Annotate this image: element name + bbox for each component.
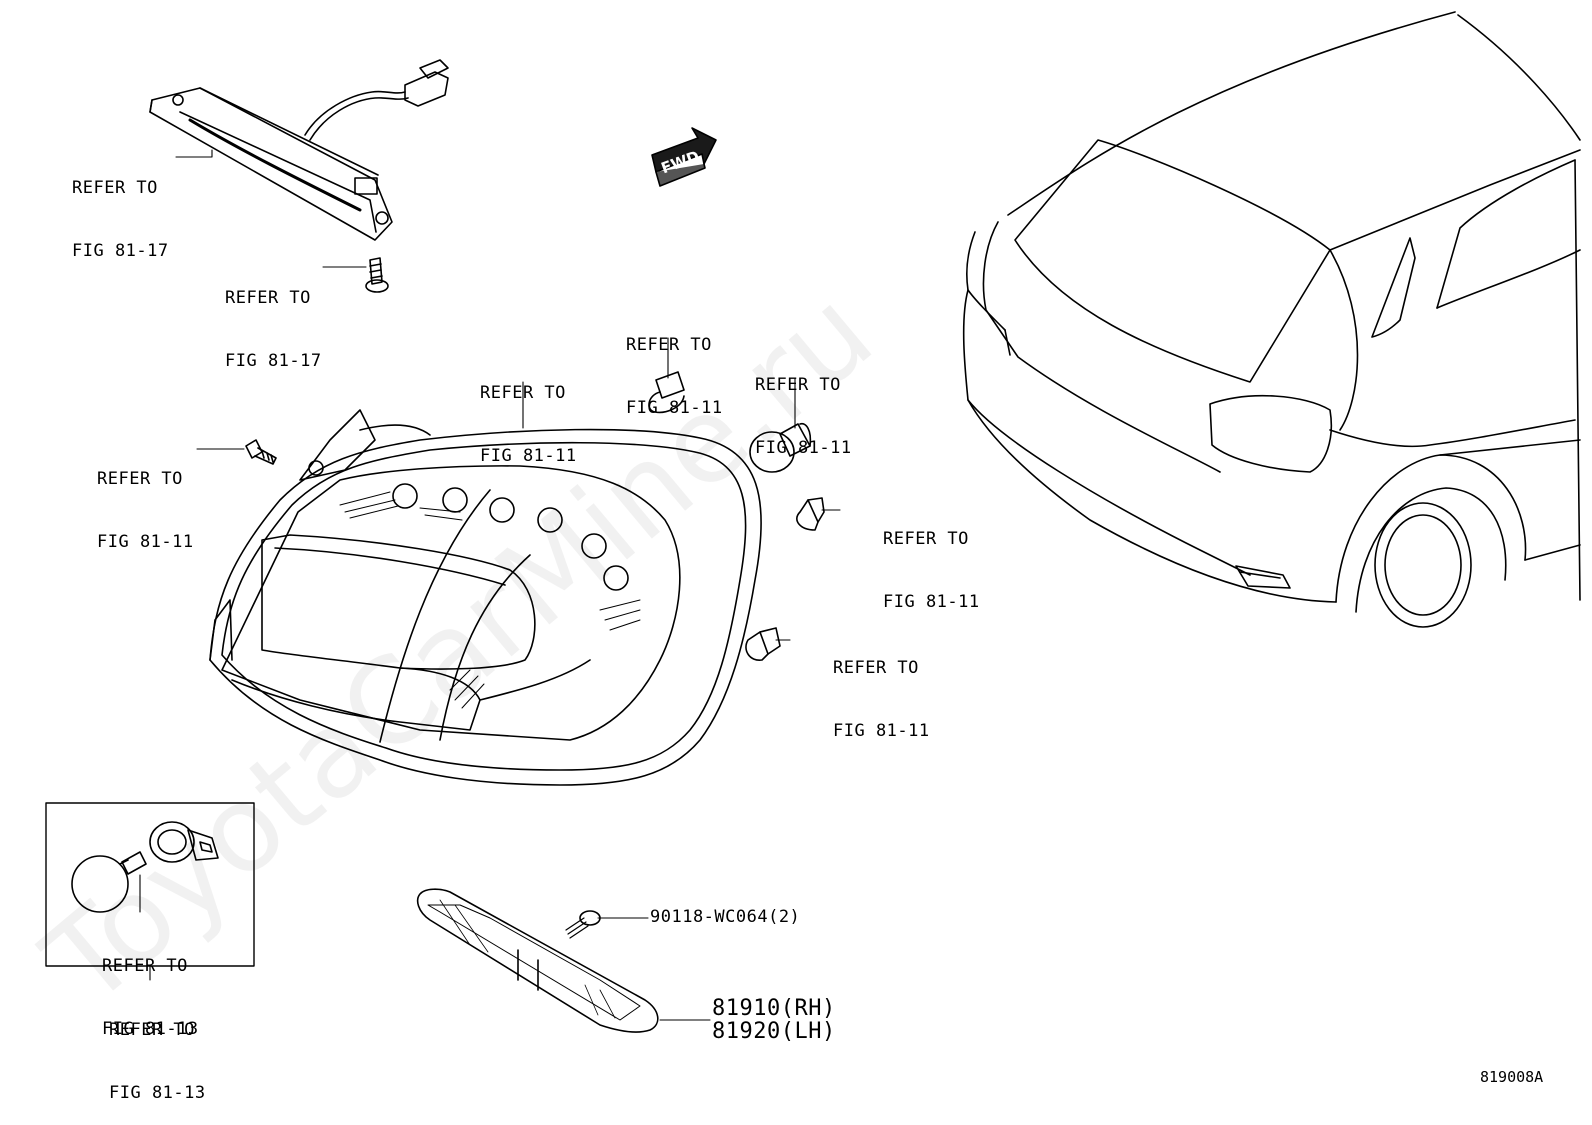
callout-stop-lamp-screw-line1: REFER TO <box>225 288 311 308</box>
callout-clip-lower-line2: FIG 81-11 <box>833 721 930 741</box>
callout-bulb-right-line1: REFER TO <box>755 375 841 395</box>
fwd-arrow-icon: FWD <box>651 127 717 187</box>
callout-inset-box: REFER TO FIG 81-13 <box>109 978 206 1125</box>
figure-code: 819008A <box>1480 1068 1544 1086</box>
bulb-right <box>749 422 812 473</box>
callout-inset-box-line2: FIG 81-13 <box>109 1083 206 1103</box>
callout-bolt-left-line1: REFER TO <box>97 469 183 489</box>
part-number-reflector-rh: 81910(RH) <box>712 996 836 1021</box>
reflector-screw <box>565 910 601 939</box>
callout-stop-lamp-screw: REFER TO FIG 81-17 <box>225 246 322 393</box>
callout-bulb-top-line2: FIG 81-11 <box>626 398 723 418</box>
part-number-reflector-lh: 81920(LH) <box>712 1019 836 1044</box>
callout-bulb-top: REFER TO FIG 81-11 <box>626 293 723 440</box>
callout-inset-bulb: REFER TO FIG 81-13 <box>102 914 199 1061</box>
callout-tail-lamp-line1: REFER TO <box>480 383 566 403</box>
callout-inset-box-line1: REFER TO <box>109 1020 195 1040</box>
callout-stop-lamp-screw-line2: FIG 81-17 <box>225 351 322 371</box>
clip-upper <box>796 497 825 531</box>
high-mount-stop-lamp <box>149 59 449 241</box>
rear-combination-lamp <box>209 409 762 786</box>
stop-lamp-screw <box>365 257 389 293</box>
leader-lines <box>139 149 841 1021</box>
callout-tail-lamp: REFER TO FIG 81-11 <box>480 341 577 488</box>
callout-tail-lamp-line2: FIG 81-11 <box>480 446 577 466</box>
callout-clip-upper-line2: FIG 81-11 <box>883 592 980 612</box>
callout-bolt-left-line2: FIG 81-11 <box>97 532 194 552</box>
callout-clip-lower: REFER TO FIG 81-11 <box>833 616 930 763</box>
socket-inset-box <box>45 802 255 967</box>
part-number-screw: 90118-WC064(2) <box>650 907 801 927</box>
callout-clip-lower-line1: REFER TO <box>833 658 919 678</box>
vehicle-rear-outline <box>962 11 1581 628</box>
clip-lower <box>745 627 781 661</box>
callout-bulb-top-line1: REFER TO <box>626 335 712 355</box>
callout-inset-bulb-line2: FIG 81-13 <box>102 1019 199 1039</box>
callout-bolt-left: REFER TO FIG 81-11 <box>97 427 194 574</box>
parts-diagram: FWD <box>19 11 1581 1033</box>
wedge-bulb-top <box>648 371 685 414</box>
bolt-left <box>245 439 277 465</box>
callout-bulb-right: REFER TO FIG 81-11 <box>755 333 852 480</box>
side-reflector <box>416 888 659 1033</box>
callout-clip-upper-line1: REFER TO <box>883 529 969 549</box>
callout-stop-lamp-line1: REFER TO <box>72 178 158 198</box>
callout-bulb-right-line2: FIG 81-11 <box>755 438 852 458</box>
callout-stop-lamp-line2: FIG 81-17 <box>72 241 169 261</box>
callout-inset-bulb-line1: REFER TO <box>102 956 188 976</box>
callout-clip-upper: REFER TO FIG 81-11 <box>883 487 980 634</box>
callout-stop-lamp: REFER TO FIG 81-17 <box>72 136 169 283</box>
